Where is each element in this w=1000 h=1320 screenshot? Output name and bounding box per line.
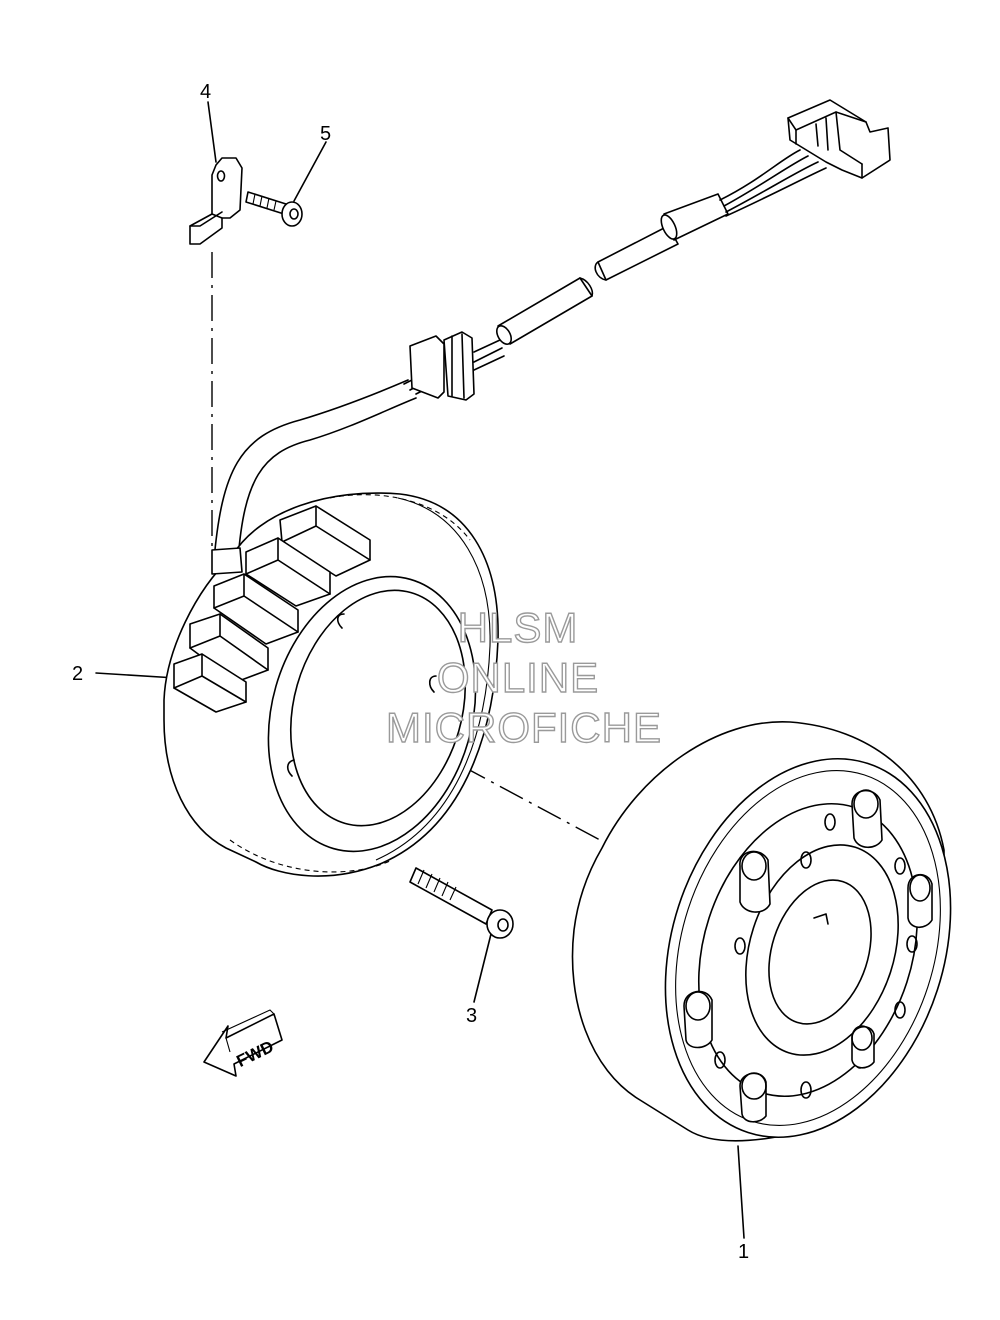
watermark-line-1: HLSM (458, 604, 579, 651)
stator-bolt (409, 867, 514, 939)
watermark-line-2: ONLINE (437, 654, 599, 701)
callout-part-4: 4 (200, 81, 211, 103)
watermark: HLSM ONLINE MICROFICHE (385, 603, 662, 751)
leader-lines (95, 101, 745, 1239)
stator-pole-pieces (173, 505, 371, 713)
wire-clamp-bracket (189, 157, 243, 245)
bracket-screw (245, 191, 303, 227)
watermark-line-3: MICROFICHE (386, 704, 662, 751)
wire-harness (213, 99, 891, 561)
rotor-bolt-bosses (683, 789, 933, 1123)
callout-part-3: 3 (466, 1005, 477, 1027)
stator-coil-assembly (163, 492, 499, 877)
callout-part-2: 2 (72, 663, 83, 685)
assembly-axes (211, 252, 601, 841)
rotor-flywheel (571, 721, 952, 1142)
part-callouts: 4 5 2 3 1 (72, 81, 749, 1263)
forward-direction-arrow: FWD (203, 1009, 283, 1077)
callout-part-5: 5 (320, 123, 331, 145)
callout-part-1: 1 (738, 1241, 749, 1263)
